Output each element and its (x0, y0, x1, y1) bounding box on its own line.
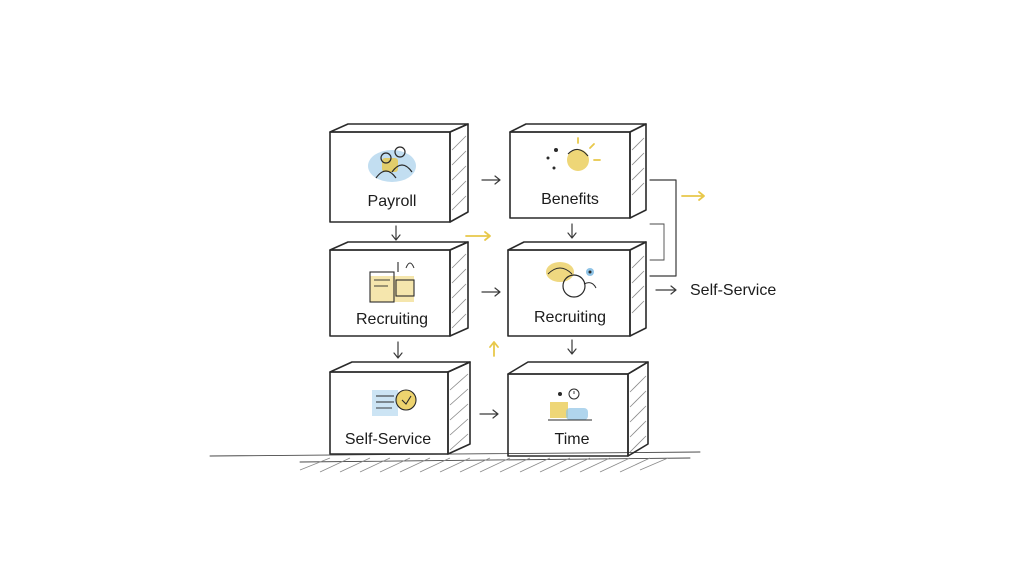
box-benefits: Benefits (509, 123, 647, 219)
box-label-payroll: Payroll (368, 193, 417, 210)
arrow-payroll-benefits (481, 175, 501, 185)
arrow-to-side-label (655, 285, 677, 295)
people-icon (368, 146, 416, 182)
globe-eye-icon (546, 262, 597, 298)
box-recruiting-right: Recruiting (507, 241, 647, 337)
arrow-yellow-middle (465, 231, 491, 241)
arrow-self-service-time (479, 409, 499, 419)
arrow-payroll-recruiting (391, 225, 401, 241)
box-time: Time (507, 361, 649, 457)
arrow-recruiting-self-service (393, 341, 403, 359)
box-recruiting-left: Recruiting (329, 241, 469, 337)
document-clock-icon (372, 389, 417, 416)
box-label-self-service: Self-Service (345, 431, 431, 448)
arrow-recruiting-time (567, 339, 577, 355)
box-label-time: Time (555, 431, 590, 448)
arrow-yellow-up (489, 341, 499, 357)
arrow-benefits-recruiting (567, 223, 577, 239)
box-label-recruiting-left: Recruiting (356, 311, 428, 328)
ground-shadow (209, 451, 701, 473)
arrow-recruiting-recruiting (481, 287, 501, 297)
recruiting-board-icon (369, 262, 415, 303)
sun-icon (546, 137, 601, 171)
box-label-recruiting-right: Recruiting (534, 309, 606, 326)
box-payroll: Payroll (329, 123, 469, 223)
arrow-yellow-top-right (681, 191, 705, 201)
bracket-connector (649, 179, 677, 277)
side-label-self-service: Self-Service (690, 282, 776, 299)
desk-clock-icon (548, 388, 592, 421)
box-label-benefits: Benefits (541, 191, 599, 208)
box-self-service: Self-Service (329, 361, 471, 455)
